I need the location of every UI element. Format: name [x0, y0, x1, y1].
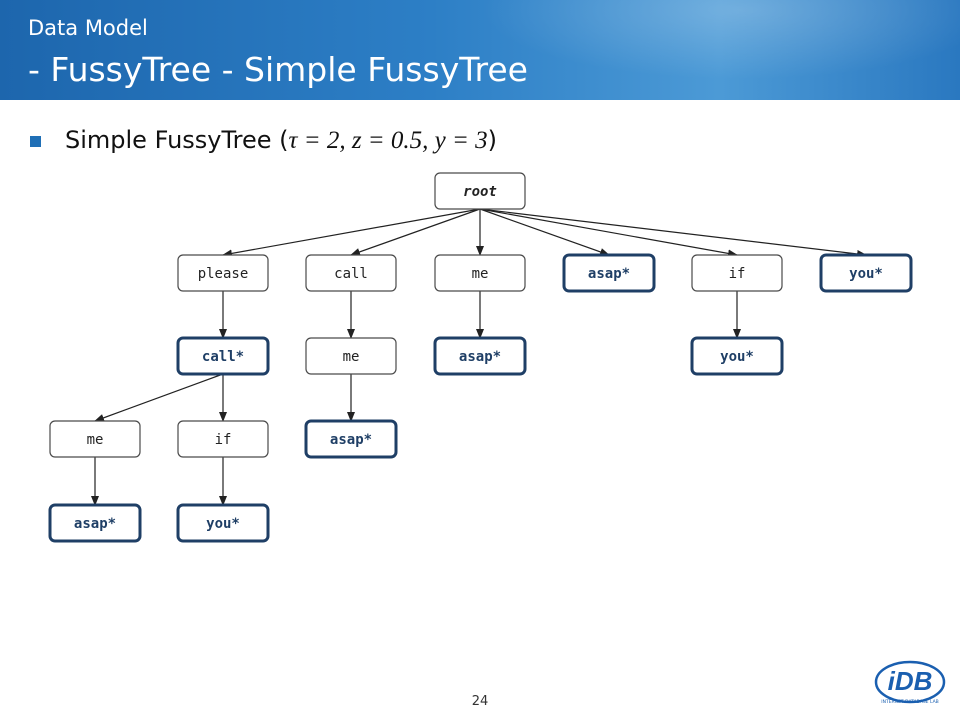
tree-edge [479, 208, 738, 258]
tree-edge [222, 208, 481, 258]
bullet-item: Simple FussyTree (τ = 2, z = 0.5, y = 3) [30, 120, 497, 160]
tree-node-box [304, 419, 398, 459]
idb-logo: iDB INTERNET DATABASE LAB [874, 660, 946, 705]
tree-edge [479, 208, 610, 256]
logo-ring [874, 660, 946, 704]
tree-node-n-please-call-if-you: you* [176, 503, 270, 543]
tree-edge [479, 208, 867, 258]
bullet-text: Simple FussyTree (τ = 2, z = 0.5, y = 3) [65, 126, 497, 155]
tree-node-box [562, 253, 656, 293]
tree-node-label: root [463, 184, 497, 200]
tree-node-n-please-call-me-asap: asap* [48, 503, 142, 543]
bullet-label: Simple FussyTree ( [65, 125, 289, 154]
slide-title-line2: - FussyTree - Simple FussyTree [28, 50, 528, 89]
tree-node-box [176, 336, 270, 376]
tree-node-box [176, 503, 270, 543]
tree-node-label: you* [206, 516, 240, 532]
tree-node-box [690, 336, 784, 376]
tree-edge [350, 208, 481, 256]
tree-node-label: please [198, 266, 249, 282]
tree-node-box [691, 254, 783, 292]
tree-node-label: me [87, 432, 104, 448]
tree-node-n-please-call: call* [176, 336, 270, 376]
logo-ring-text: INTERNET DATABASE LAB [881, 699, 938, 705]
tree-node-box [819, 253, 913, 293]
tree-node-label: asap* [330, 432, 372, 448]
tree-node-box [48, 503, 142, 543]
tree-node-label: you* [849, 266, 883, 282]
tree-node-label: me [472, 266, 489, 282]
tree-node-n-call: call [305, 254, 397, 292]
tree-node-box [434, 254, 526, 292]
bullet-close-paren: ) [487, 125, 498, 154]
tree-node-n-please-call-me: me [49, 420, 141, 458]
tree-node-label: call [334, 266, 368, 282]
tree-node-n-you-1: you* [819, 253, 913, 293]
tree-node-n-asap-1: asap* [562, 253, 656, 293]
tree-node-n-if: if [691, 254, 783, 292]
tree-node-box [434, 172, 526, 210]
tree-node-box [305, 337, 397, 375]
page-number: 24 [471, 694, 489, 709]
tree-node-box [433, 336, 527, 376]
tree-node-box [305, 254, 397, 292]
tree-node-box [49, 420, 141, 458]
slide-header: Data Model - FussyTree - Simple FussyTre… [0, 0, 960, 100]
tree-node-n-me-asap: asap* [433, 336, 527, 376]
tree-node-root: root [434, 172, 526, 210]
tree-node-label: asap* [588, 266, 630, 282]
tree-node-box [177, 254, 269, 292]
tree-node-label: you* [720, 349, 754, 365]
tree-node-box [177, 420, 269, 458]
tree-node-label: asap* [74, 516, 116, 532]
tree-node-n-if-you: you* [690, 336, 784, 376]
tree-node-n-call-me: me [305, 337, 397, 375]
tree-node-n-please-call-if: if [177, 420, 269, 458]
tree-node-label: if [215, 432, 232, 448]
logo-letters: iDB [888, 666, 933, 696]
tree-edges [91, 208, 867, 506]
tree-node-label: me [343, 349, 360, 365]
bullet-square-icon [30, 135, 41, 147]
tree-node-label: if [729, 266, 746, 282]
tree-node-label: asap* [459, 349, 501, 365]
slide-title-line1: Data Model [28, 16, 148, 40]
tree-node-n-me: me [434, 254, 526, 292]
tree-nodes: root please call me asap* if you* call* me asap* y… [48, 172, 913, 543]
tree-node-label: call* [202, 349, 244, 365]
tree-node-n-please: please [177, 254, 269, 292]
tree-node-n-call-me-asap: asap* [304, 419, 398, 459]
bullet-parameters: τ = 2, z = 0.5, y = 3 [288, 126, 488, 154]
tree-edge [94, 373, 224, 422]
